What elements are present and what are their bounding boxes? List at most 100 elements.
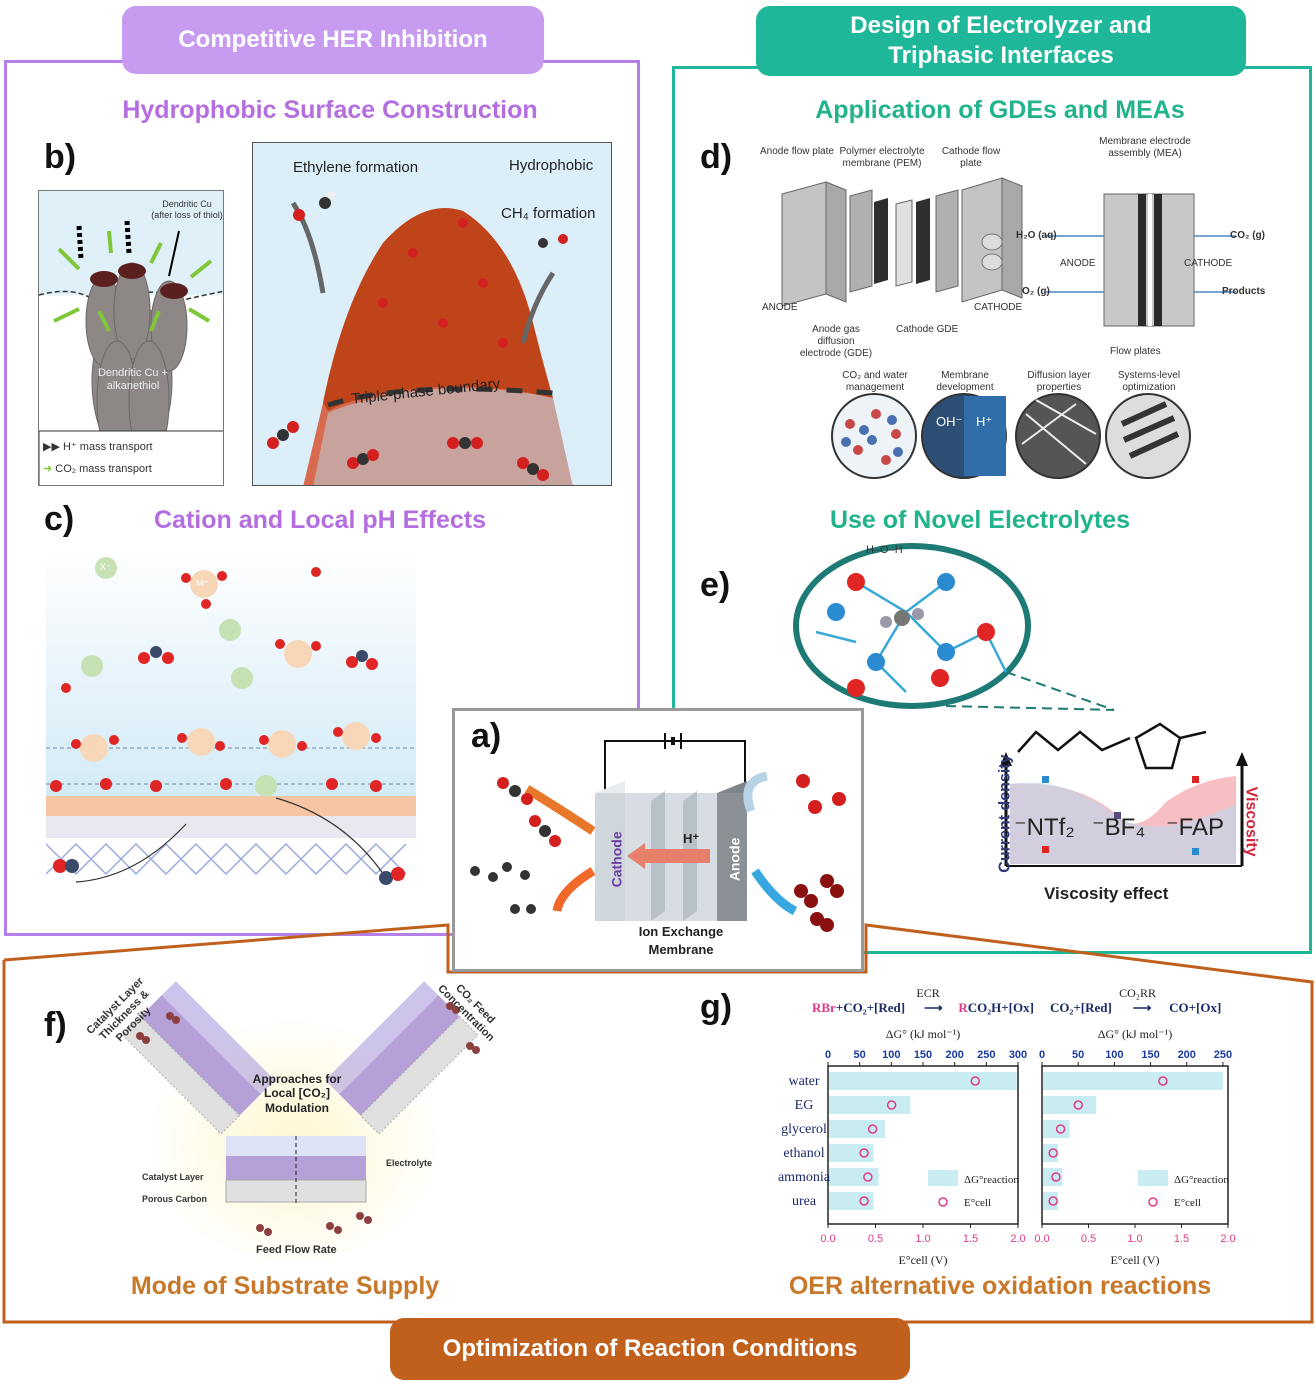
oh-label: OH⁻: [936, 414, 963, 429]
anode-label: Anode: [726, 837, 743, 882]
chart-1-legend-bar: [1138, 1170, 1168, 1186]
dendritic-body-label: Dendritic Cu + alkanethiol: [97, 367, 168, 393]
exploded-cell: [781, 177, 1023, 307]
chart-1-bar-urea: [1043, 1192, 1058, 1210]
chart-1-top-tick-label: 200: [1178, 1049, 1196, 1061]
panel-b-letter: b): [44, 138, 77, 176]
circle-label-4: Systems-level optimization: [1117, 370, 1181, 393]
co2-label: CO₂ (g): [1230, 230, 1265, 241]
eq-left-rest: +CO₂+[Red]: [835, 1000, 906, 1015]
feed-flow-label: Feed Flow Rate: [256, 1244, 337, 1256]
panel-d-letter: d): [700, 138, 733, 176]
imidazolium-structure: [1017, 722, 1207, 770]
chart-1-bottom-axis-label: E°cell (V): [1110, 1253, 1159, 1267]
panel-b-left-image: Dendritic Cu (after loss of thiol) Dendr…: [38, 190, 224, 486]
chart-1-top-axis-label: ΔG° (kJ mol⁻¹): [1098, 1027, 1172, 1041]
h-legend-icon: ▶▶: [43, 441, 63, 453]
chart-0-dot-EG: [886, 1100, 897, 1110]
hydrophobic-label: Hydrophobic: [509, 157, 594, 174]
panel-c-image: M⁺ X⁻: [46, 548, 416, 900]
chart-category-urea: urea: [792, 1194, 817, 1209]
cathode-label: Cathode: [608, 831, 625, 888]
eq-right: CO₂+[Red] CO₂RR⟶CO+[Ox]: [1050, 986, 1222, 1016]
viscosity-label: Viscosity: [1242, 786, 1260, 857]
anode-text: ANODE: [762, 302, 798, 313]
chart-0-top-axis-label: ΔG° (kJ mol⁻¹): [886, 1027, 960, 1041]
chart-1-dot-EG: [1073, 1100, 1084, 1110]
electrolyte-label: Electrolyte: [386, 1158, 433, 1168]
chart-category-ethanol: ethanol: [783, 1146, 824, 1161]
chart-1-legend-dot: [1148, 1197, 1158, 1207]
chart-1-bottom-tick-label: 2.0: [1220, 1233, 1235, 1245]
left-layer-stack: [121, 981, 275, 1135]
panel-g-title: OER alternative oxidation reactions: [788, 1272, 1212, 1300]
chart-1-legend-dot-label: E°cell: [1174, 1197, 1201, 1209]
panel-e-title: Use of Novel Electrolytes: [829, 506, 1131, 534]
panel-b-right-image: Ethylene formation Hydrophobic CH₄ forma…: [252, 142, 612, 486]
h-label: H⁺: [976, 414, 993, 429]
eq-right-tail: CO+[Ox]: [1169, 1000, 1222, 1015]
chart-1-bottom-tick-label: 1.5: [1174, 1233, 1189, 1245]
electrode-mesh: [46, 842, 407, 876]
conditions-banner: Optimization of Reaction Conditions: [390, 1318, 910, 1380]
co2-transport-legend: ➜ CO₂ mass transport: [43, 463, 152, 475]
chart-1-bottom-tick-label: 0.5: [1081, 1233, 1096, 1245]
chart-0-top-tick-label: 100: [882, 1049, 900, 1061]
o2-label: O₂ (g): [1022, 286, 1050, 297]
h-arrows: [76, 220, 132, 260]
h2o-label: H₂O (aq): [1016, 230, 1057, 241]
chart-1-legend-bar-label: ΔG°reaction: [1174, 1174, 1229, 1186]
anion-ntf2: ⁻NTf₂: [1014, 814, 1075, 841]
chart-0-top-tick-label: 150: [914, 1049, 932, 1061]
mea-schematic: [1046, 193, 1236, 327]
water-molecules: [50, 567, 405, 885]
co2-molecules: [136, 1002, 480, 1236]
chart-1-top-tick-label: 50: [1072, 1049, 1084, 1061]
chart-0-dot-urea: [859, 1196, 869, 1206]
chart-category-ammonia: ammonia: [778, 1170, 831, 1185]
current-density-label: Current density: [996, 754, 1014, 873]
panel-b-title: Hydrophobic Surface Construction: [122, 96, 538, 124]
membrane-label: Ion Exchange Membrane: [638, 924, 724, 958]
viscosity-effect-label: Viscosity effect: [1044, 884, 1169, 903]
mea-label: Membrane electrode assembly (MEA): [1099, 136, 1191, 159]
anion-circles: [81, 557, 277, 797]
chart-0-top-tick-label: 250: [977, 1049, 995, 1061]
chart-1-bar-ethanol: [1043, 1144, 1058, 1162]
chart-0-bar-ethanol: [829, 1144, 874, 1162]
zoom-ellipse: [793, 543, 1031, 709]
chart-0-bottom-tick-label: 2.0: [1010, 1233, 1025, 1245]
pem-label: Polymer electrolyte membrane (PEM): [839, 146, 925, 169]
anion-label: X⁻: [100, 562, 111, 572]
cation-label: M⁺: [196, 578, 209, 588]
cathode-text: CATHODE: [974, 302, 1023, 313]
chart-0-dot-ethanol: [859, 1148, 869, 1158]
chart-0-bar-EG: [829, 1096, 911, 1114]
chart-0-top-tick-label: 300: [1009, 1049, 1027, 1061]
ch4-label: CH₄ formation: [501, 205, 596, 222]
bottom-layer-stack: [225, 1136, 367, 1206]
products-label: Products: [1222, 286, 1266, 297]
panel-a-molecules: [470, 774, 846, 932]
ions: [827, 573, 995, 697]
chart-1-frame: [1041, 1065, 1229, 1225]
cathode-gde-label: Cathode GDE: [896, 324, 959, 335]
chart-0-legend-dot: [938, 1197, 948, 1207]
circle-label-1: CO₂ and water management: [842, 370, 908, 393]
panel-f-letter: f): [44, 1006, 67, 1044]
co2-legend-icon: ➜: [43, 463, 56, 475]
eq-left: RBr+CO₂+[Red] ECR⟶RCO₂H+[Ox]: [812, 986, 1034, 1016]
dendritic-cu-label: Dendritic Cu (after loss of thiol): [151, 199, 223, 220]
chart-1-top-tick-label: 150: [1141, 1049, 1159, 1061]
water-label: H–O–H: [866, 544, 903, 556]
chart-0-bar-urea: [829, 1192, 874, 1210]
chart-0-dot-water: [970, 1076, 980, 1086]
panel-a-letter: a): [471, 717, 502, 755]
panel-c-title: Cation and Local pH Effects: [154, 506, 486, 534]
chart-0-top-tick-label: 50: [854, 1049, 866, 1061]
dendrite-shapes: [85, 262, 188, 462]
chart-0-bar-water: [829, 1072, 1017, 1090]
eq-right-arrow: CO₂RR⟶: [1119, 986, 1156, 1015]
chart-1-dot-ammonia: [1051, 1172, 1061, 1182]
